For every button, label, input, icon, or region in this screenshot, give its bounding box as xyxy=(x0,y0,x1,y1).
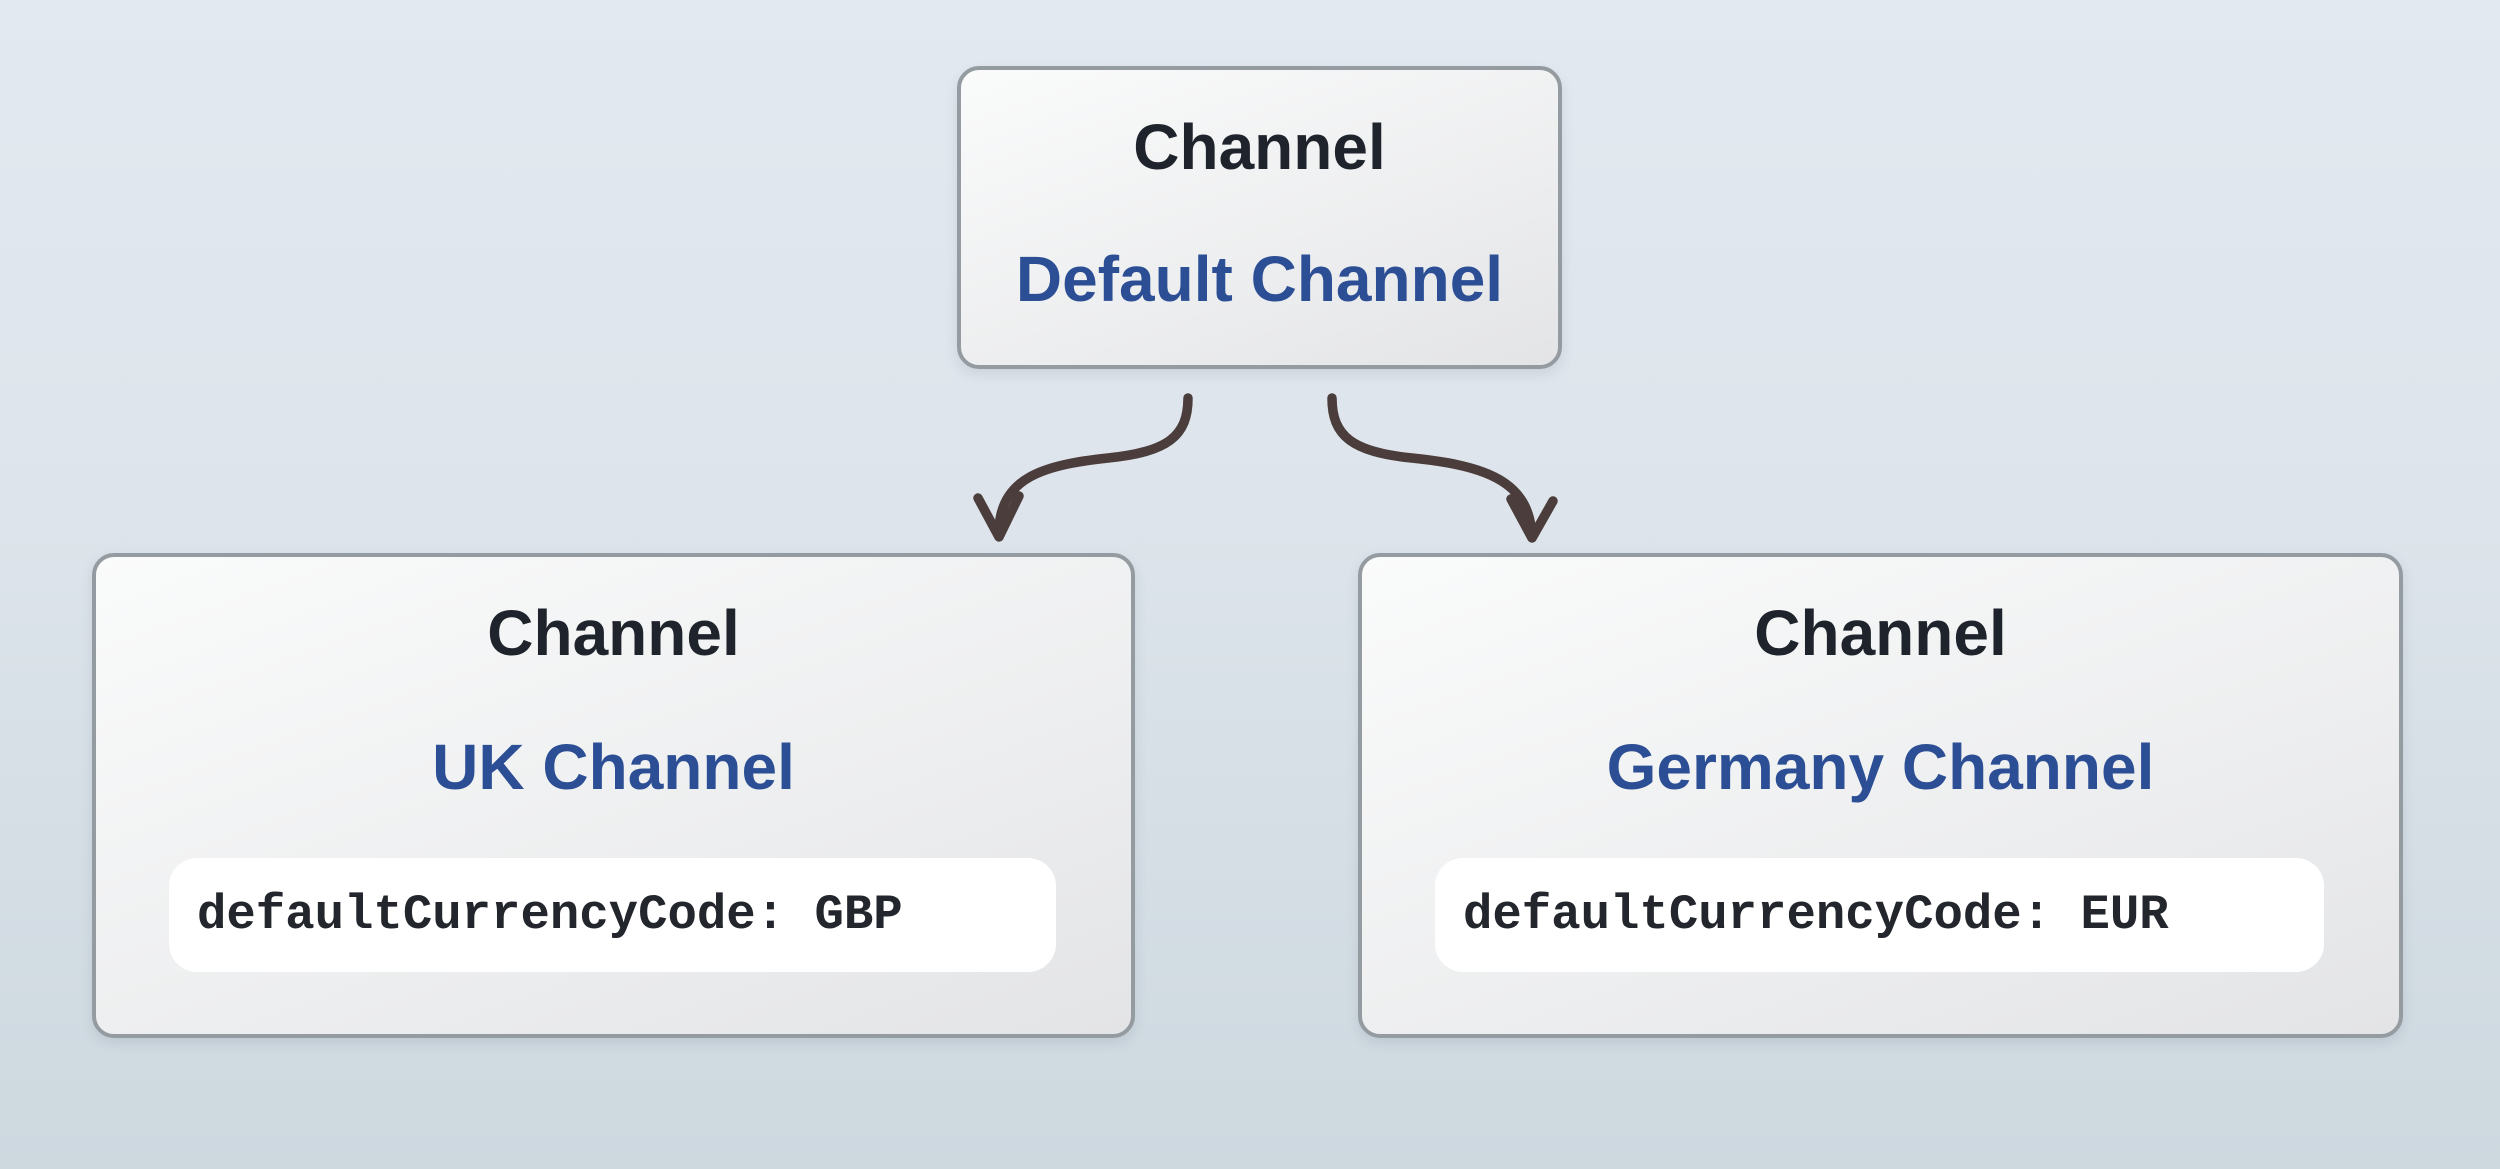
node-default-channel: Channel Default Channel xyxy=(957,66,1562,369)
attribute-pill: defaultCurrencyCode: GBP xyxy=(169,858,1056,972)
arrowhead-icon xyxy=(1506,494,1558,543)
node-type-label: Channel xyxy=(1133,111,1386,183)
node-type-label: Channel xyxy=(487,597,740,669)
attribute-text: defaultCurrencyCode: EUR xyxy=(1463,887,2169,943)
node-germany-channel: Channel Germany Channel defaultCurrencyC… xyxy=(1358,553,2403,1038)
node-name-label: Germany Channel xyxy=(1606,731,2155,803)
attribute-text: defaultCurrencyCode: GBP xyxy=(197,887,903,943)
edge-default-to-germany-arrow xyxy=(1327,393,1558,543)
node-type-label: Channel xyxy=(1754,597,2007,669)
attribute-pill: defaultCurrencyCode: EUR xyxy=(1435,858,2324,972)
arrowhead-icon xyxy=(973,491,1024,542)
node-uk-channel: Channel UK Channel defaultCurrencyCode: … xyxy=(92,553,1135,1038)
node-name-label: Default Channel xyxy=(1015,243,1504,315)
node-name-label: UK Channel xyxy=(432,731,795,803)
edge-default-to-uk-arrow xyxy=(973,393,1193,542)
